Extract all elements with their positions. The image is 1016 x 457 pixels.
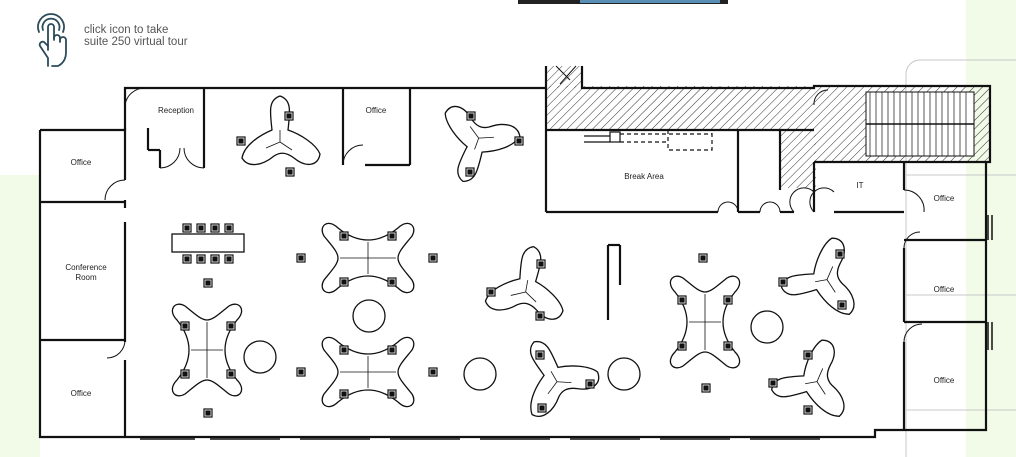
workstation-cluster <box>774 235 857 326</box>
virtual-tour-link[interactable]: click icon to take suite 250 virtual tou… <box>30 10 188 68</box>
tour-caption-line1: click icon to take <box>84 24 169 36</box>
workstation-cluster <box>424 102 524 195</box>
workstation-cluster <box>236 95 321 177</box>
tour-caption: click icon to take suite 250 virtual tou… <box>84 24 188 48</box>
conference-table-group <box>171 223 245 288</box>
workstation-cluster <box>296 336 438 408</box>
workstation-cluster <box>669 253 741 393</box>
background-shape <box>0 175 40 457</box>
workstation-cluster <box>171 303 243 418</box>
office-label: Office <box>934 376 955 385</box>
walls <box>38 66 992 439</box>
touch-icon[interactable] <box>30 10 72 68</box>
workstation-cluster <box>483 239 574 322</box>
workstation-cluster <box>296 222 438 294</box>
workstation-cluster <box>500 321 604 421</box>
office-label: Office <box>71 158 92 167</box>
workstation-cluster <box>764 337 847 428</box>
right-edge-lines <box>905 59 1016 457</box>
office-label: Office <box>71 389 92 398</box>
it-room-label: IT <box>856 181 863 190</box>
round-tables <box>243 299 784 391</box>
tour-caption-line2: suite 250 virtual tour <box>84 36 188 48</box>
hatched-core <box>546 66 582 88</box>
top-fragment <box>580 0 720 3</box>
background-shape <box>966 0 1016 457</box>
room-labels: Reception Office Office Conference Room … <box>65 106 955 398</box>
break-area-counter <box>584 130 713 151</box>
office-label: Office <box>934 285 955 294</box>
exterior-windows <box>140 215 993 440</box>
hatched-core <box>546 86 814 130</box>
stairs <box>865 91 975 157</box>
break-area-label: Break Area <box>624 172 664 181</box>
office-label: Office <box>366 106 387 115</box>
conference-label: Room <box>75 273 97 282</box>
door-swings <box>104 65 925 359</box>
conference-label: Conference <box>65 263 107 272</box>
hatched-core <box>780 128 816 188</box>
office-label: Office <box>934 194 955 203</box>
reception-label: Reception <box>158 106 194 115</box>
